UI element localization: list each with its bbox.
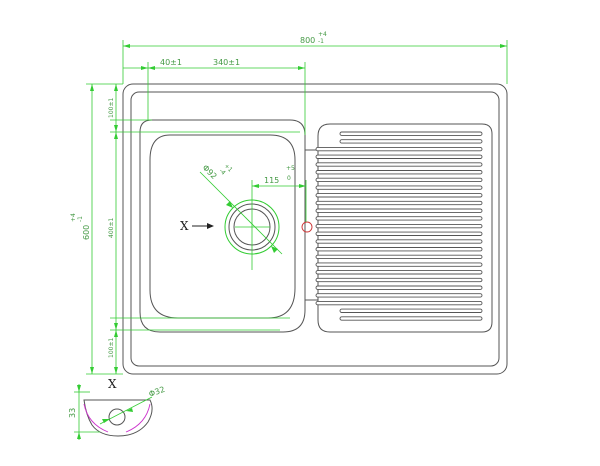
bowl-width-value: 340±1 (213, 58, 240, 67)
drainboard-rib (315, 185, 483, 190)
drainboard-rib (315, 285, 483, 290)
detail-profile-hatch (83, 403, 151, 433)
top-margin-value: 100±1 (108, 98, 115, 118)
drainboard-rib (315, 216, 483, 221)
bowl-depth-value: 400±1 (108, 218, 115, 238)
drain (199, 171, 283, 270)
drainboard-rib (315, 223, 483, 229)
detail-drain-hole (108, 408, 126, 426)
bowl-rim (139, 119, 306, 333)
drainboard-rib (315, 177, 483, 183)
drainboard-rib (339, 139, 483, 144)
drainboard-rib (315, 262, 483, 267)
overall-width-tol-lower: -1 (318, 38, 324, 45)
dim-segments-left: 100±1 400±1 100±1 (108, 84, 300, 374)
detail-diameter-value: Φ32 (148, 385, 167, 399)
drainboard-rib (315, 300, 483, 306)
drainboard-rib (339, 308, 483, 313)
drainboard-rib (315, 239, 483, 244)
dim-overall-depth: 600 +4 -1 (70, 83, 123, 375)
overall-width-tol-upper: +4 (318, 31, 327, 38)
drainboard-rib (315, 270, 483, 275)
drainboard-rib (315, 231, 483, 236)
sink-outer-edge (122, 83, 508, 375)
drain-diameter-arrow-2 (271, 246, 278, 253)
drainboard-rib (315, 277, 483, 283)
drain-diameter-value: Φ92 (201, 163, 219, 181)
drain-diameter-arrow-1 (226, 201, 233, 208)
sink-inner-edge (130, 91, 500, 367)
section-marker-label: X (180, 219, 189, 233)
drainboard-rib (315, 293, 483, 298)
dim-overall-width: 800 +4 -1 (122, 31, 508, 84)
drainboard-ribs (315, 131, 483, 321)
detail-height-value: 33 (68, 408, 77, 418)
overall-depth-tol-upper: +4 (70, 213, 77, 222)
detail-title: X (108, 377, 117, 391)
dim-left-offset: 40±1 340±1 (123, 58, 306, 135)
overall-width-value: 800 (300, 36, 315, 45)
bowl-inner (149, 134, 296, 319)
drainboard-rib (315, 193, 483, 198)
bottom-margin-value: 100±1 (108, 338, 115, 358)
drainboard-rib (315, 154, 483, 159)
drainboard-rib (315, 254, 483, 260)
drainboard-rib (315, 208, 483, 213)
overall-depth-tol-lower: -1 (77, 216, 84, 222)
drain-offset-tol-upper: +5 (286, 165, 295, 172)
drainboard-rib (339, 316, 483, 321)
drain-offset-tol-lower: 0 (287, 175, 291, 182)
drain-diameter-tol-upper: +1 (223, 162, 234, 173)
drain-diameter-leader (199, 171, 283, 255)
overall-depth-value: 600 (82, 225, 91, 240)
dim-drain-offset: 115 +5 0 (252, 165, 307, 222)
drainboard-rib (339, 131, 483, 136)
drainboard-rib (315, 146, 483, 152)
section-marker-arrowhead (207, 223, 214, 229)
drainboard-rib (315, 247, 483, 252)
overflow-hole (301, 221, 313, 233)
drainboard-rib (315, 170, 483, 175)
drain-offset-value: 115 (264, 176, 279, 185)
drainboard-border (317, 123, 493, 333)
section-marker: X (180, 219, 214, 233)
detail-section-profile (83, 399, 153, 437)
dim-drain-diameter: Φ92 +1 -4 (201, 162, 234, 181)
drain-diameter-tol-lower: -4 (218, 167, 227, 176)
drainboard-rib (315, 162, 483, 167)
left-offset-value: 40±1 (160, 58, 182, 67)
drainboard-rib (315, 200, 483, 206)
detail-x: X Φ32 33 (68, 377, 166, 440)
